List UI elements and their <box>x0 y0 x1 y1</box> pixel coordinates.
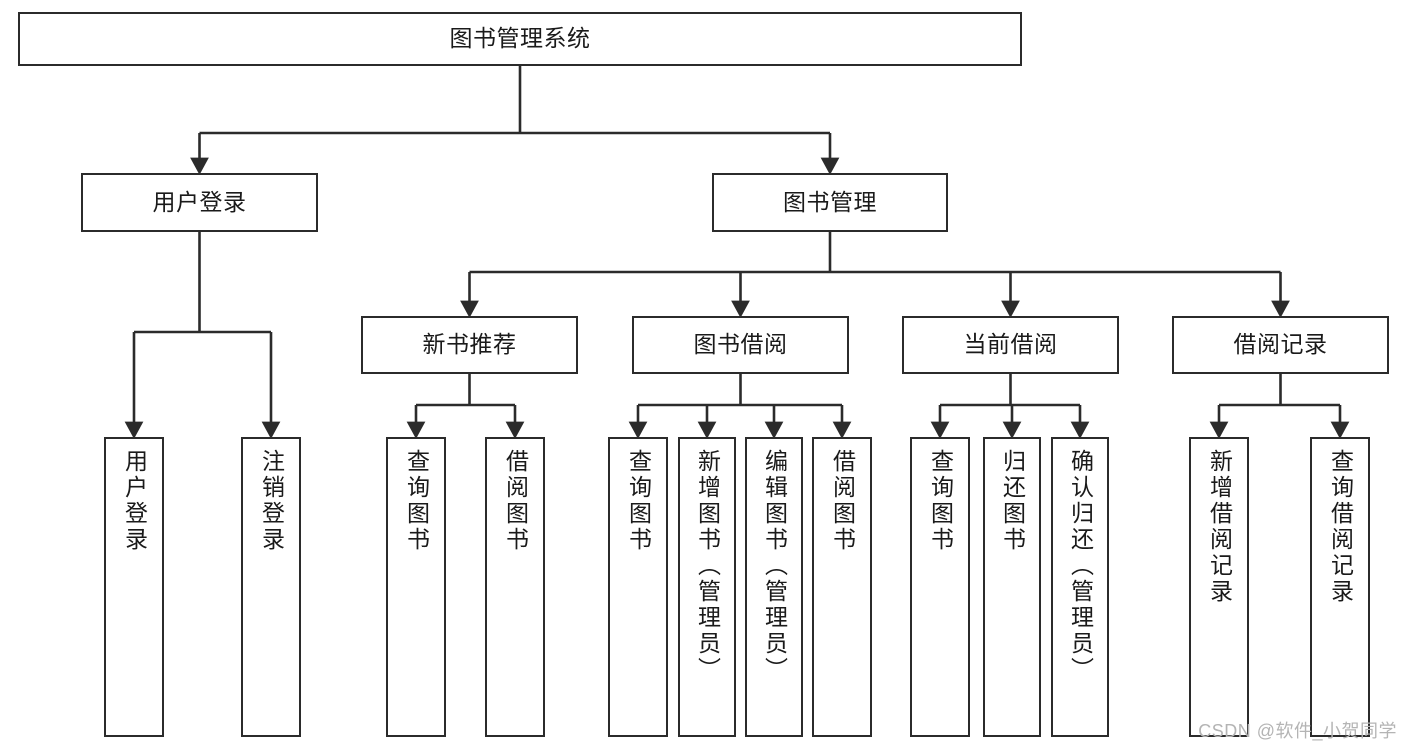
node-label: 借阅图书 <box>502 449 529 553</box>
node-leaf-add-record[interactable]: 新增借阅记录 <box>1189 437 1249 737</box>
node-label: 图书管理系统 <box>449 25 591 52</box>
node-leaf-query-book-borrow[interactable]: 查询图书 <box>608 437 668 737</box>
node-leaf-query-record[interactable]: 查询借阅记录 <box>1310 437 1370 737</box>
node-label: 图书借阅 <box>693 331 788 358</box>
node-new-book-rec[interactable]: 新书推荐 <box>361 316 578 374</box>
node-leaf-borrow-book-rec[interactable]: 借阅图书 <box>485 437 545 737</box>
node-leaf-confirm-return[interactable]: 确认归还（管理员） <box>1051 437 1109 737</box>
node-leaf-user-login[interactable]: 用户登录 <box>104 437 164 737</box>
node-label: 借阅记录 <box>1233 331 1328 358</box>
node-label: 查询图书 <box>927 449 954 553</box>
node-current-borrow[interactable]: 当前借阅 <box>902 316 1119 374</box>
node-label: 用户登录 <box>152 188 247 215</box>
node-label: 查询图书 <box>403 449 430 553</box>
node-label: 借阅图书 <box>829 449 856 553</box>
node-label: 确认归还（管理员） <box>1067 449 1094 683</box>
node-label: 新书推荐 <box>422 331 517 358</box>
node-borrow-record[interactable]: 借阅记录 <box>1172 316 1389 374</box>
watermark-text: CSDN @软件_小贺同学 <box>1198 721 1397 741</box>
node-label: 当前借阅 <box>963 331 1058 358</box>
node-label: 归还图书 <box>999 449 1026 553</box>
node-leaf-return-book[interactable]: 归还图书 <box>983 437 1041 737</box>
node-label: 图书管理 <box>783 188 877 215</box>
node-label: 用户登录 <box>121 449 148 553</box>
node-label: 查询图书 <box>625 449 652 553</box>
node-book-borrow[interactable]: 图书借阅 <box>632 316 849 374</box>
node-leaf-edit-book[interactable]: 编辑图书（管理员） <box>745 437 803 737</box>
node-leaf-query-book-rec[interactable]: 查询图书 <box>386 437 446 737</box>
node-label: 查询借阅记录 <box>1327 449 1354 605</box>
node-label: 新增图书（管理员） <box>694 449 721 683</box>
node-user-login[interactable]: 用户登录 <box>81 173 318 232</box>
node-root[interactable]: 图书管理系统 <box>18 12 1022 66</box>
node-label: 新增借阅记录 <box>1206 449 1233 605</box>
node-book-manage[interactable]: 图书管理 <box>712 173 948 232</box>
node-label: 注销登录 <box>258 449 285 553</box>
node-leaf-borrow-book[interactable]: 借阅图书 <box>812 437 872 737</box>
node-leaf-query-book-cur[interactable]: 查询图书 <box>910 437 970 737</box>
node-leaf-add-book[interactable]: 新增图书（管理员） <box>678 437 736 737</box>
node-label: 编辑图书（管理员） <box>761 449 788 683</box>
node-leaf-logout[interactable]: 注销登录 <box>241 437 301 737</box>
